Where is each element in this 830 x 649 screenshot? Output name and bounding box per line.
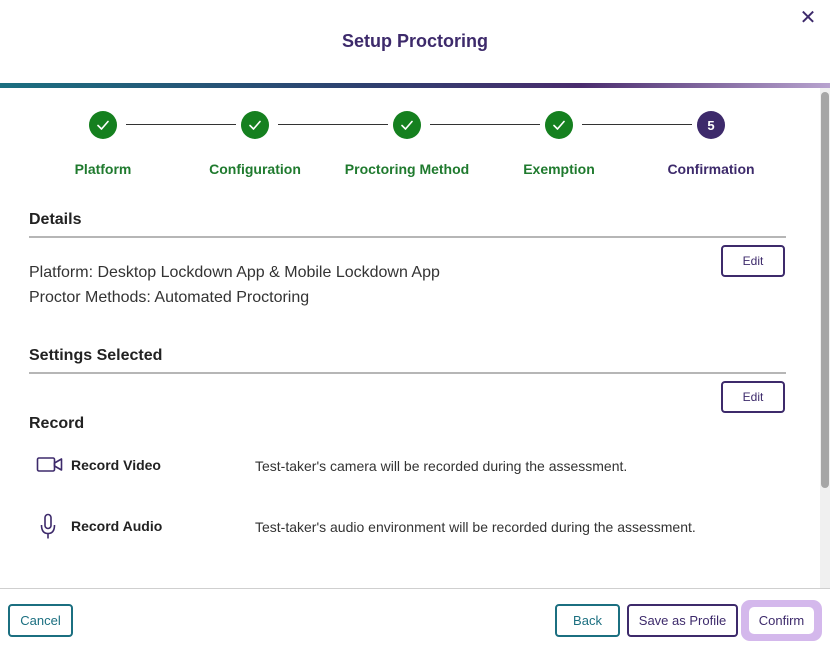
record-audio-row: Record Audio Test-taker's audio environm… — [36, 513, 776, 543]
footer-divider — [0, 588, 830, 589]
step-connector — [430, 124, 540, 125]
proctor-methods-detail: Proctor Methods: Automated Proctoring — [29, 289, 310, 306]
step-connector — [126, 124, 236, 125]
cancel-button[interactable]: Cancel — [8, 604, 73, 637]
step-exemption: Exemption — [489, 100, 629, 177]
video-camera-icon — [36, 452, 64, 480]
scrollbar-thumb[interactable] — [821, 92, 829, 488]
check-icon — [545, 111, 573, 139]
confirm-button[interactable]: Confirm — [749, 607, 814, 634]
progress-stepper: Platform Configuration Proctoring Method… — [0, 100, 820, 190]
step-label: Configuration — [209, 161, 301, 177]
settings-edit-button[interactable]: Edit — [721, 381, 785, 413]
header-gradient-divider — [0, 83, 830, 88]
close-icon[interactable]: ✕ — [799, 7, 817, 29]
record-audio-label: Record Audio — [71, 518, 163, 534]
check-icon — [89, 111, 117, 139]
details-edit-button[interactable]: Edit — [721, 245, 785, 277]
step-connector — [582, 124, 692, 125]
microphone-icon — [36, 513, 64, 541]
check-icon — [393, 111, 421, 139]
platform-detail: Platform: Desktop Lockdown App & Mobile … — [29, 264, 440, 281]
step-number: 5 — [697, 111, 725, 139]
step-platform: Platform — [33, 100, 173, 177]
record-video-row: Record Video Test-taker's camera will be… — [36, 452, 776, 482]
step-configuration: Configuration — [185, 100, 325, 177]
step-label: Confirmation — [667, 161, 755, 177]
details-heading: Details — [29, 211, 82, 228]
save-as-profile-button[interactable]: Save as Profile — [627, 604, 738, 637]
dialog-title: Setup Proctoring — [341, 31, 488, 51]
step-connector — [278, 124, 388, 125]
record-audio-description: Test-taker's audio environment will be r… — [255, 519, 696, 535]
step-label: Platform — [74, 161, 132, 177]
dialog-header: Setup Proctoring ✕ — [0, 0, 830, 84]
check-icon — [241, 111, 269, 139]
settings-divider — [29, 372, 786, 374]
record-video-description: Test-taker's camera will be recorded dur… — [255, 458, 628, 474]
record-video-label: Record Video — [71, 457, 161, 473]
record-heading: Record — [29, 415, 85, 432]
step-label: Proctoring Method — [344, 161, 470, 177]
step-confirmation: 5 Confirmation — [641, 100, 781, 177]
details-divider — [29, 236, 786, 238]
back-button[interactable]: Back — [555, 604, 620, 637]
step-proctoring-method: Proctoring Method — [337, 100, 477, 177]
step-label: Exemption — [523, 161, 595, 177]
settings-heading: Settings Selected — [29, 347, 163, 364]
